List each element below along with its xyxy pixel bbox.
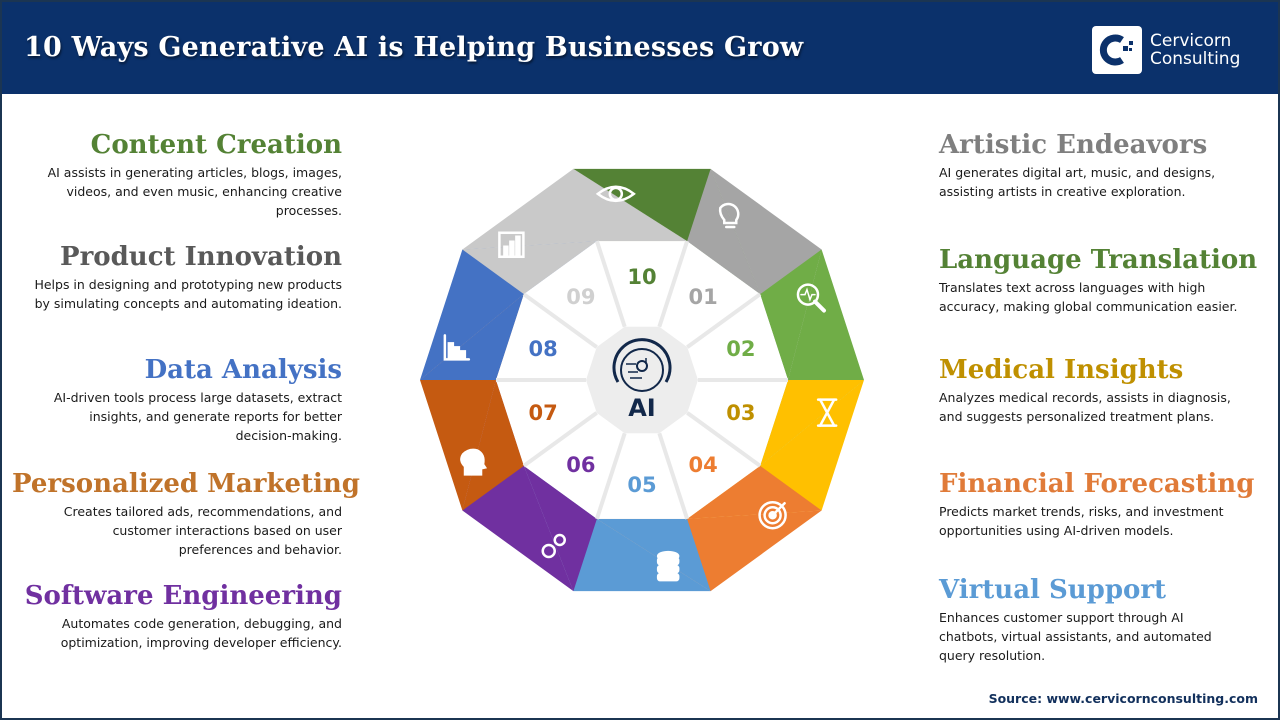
item-title: Software Engineering <box>24 581 342 611</box>
item-description: Analyzes medical records, assists in dia… <box>939 390 1231 424</box>
item-personalized-marketing: Personalized Marketing Creates tailored … <box>12 468 360 559</box>
step-number-01: 01 <box>689 285 718 309</box>
segment-06-tail <box>523 465 597 592</box>
step-number-02: 02 <box>726 337 755 361</box>
step-number-05: 05 <box>627 473 656 497</box>
eye-icon <box>595 185 636 203</box>
magnifier-pulse-icon <box>796 283 826 313</box>
bar-chart-down-icon <box>443 334 471 361</box>
segment-08 <box>420 241 597 380</box>
item-title: Data Analysis <box>144 355 342 385</box>
item-description: Helps in designing and prototyping new p… <box>34 277 342 311</box>
spoke <box>657 240 690 328</box>
item-language-translation: Language Translation Translates text acr… <box>939 244 1269 316</box>
spoke <box>657 432 690 520</box>
segment-04-tail <box>687 465 822 519</box>
step-number-04: 04 <box>689 453 718 477</box>
segment-03 <box>687 380 864 519</box>
item-medical-insights: Medical Insights Analyzes medical record… <box>939 354 1269 426</box>
item-description: Translates text across languages with hi… <box>939 280 1238 314</box>
source-credit: Source: www.cervicornconsulting.com <box>988 691 1258 706</box>
item-title: Virtual Support <box>939 575 1167 605</box>
item-software-engineering: Software Engineering Automates code gene… <box>12 580 342 652</box>
spoke <box>522 411 598 468</box>
step-number-08: 08 <box>528 337 557 361</box>
segment-02-tail <box>760 249 822 380</box>
center-hub <box>586 326 698 434</box>
segment-03-tail <box>760 380 864 466</box>
segment-05-tail <box>596 518 711 592</box>
spoke <box>594 432 627 520</box>
item-description: Predicts market trends, risks, and inves… <box>939 504 1224 538</box>
gears-icon <box>541 533 566 559</box>
logo-mark-icon <box>1092 26 1142 74</box>
step-number-09: 09 <box>566 285 595 309</box>
center-ai-label: AI <box>628 394 656 422</box>
step-number-10: 10 <box>627 265 656 289</box>
item-title: Product Innovation <box>60 242 342 272</box>
item-title: Personalized Marketing <box>12 469 360 499</box>
item-description: AI generates digital art, music, and des… <box>939 165 1216 199</box>
item-description: Automates code generation, debugging, an… <box>60 616 342 650</box>
target-icon <box>758 500 787 530</box>
ai-head-circuit-icon <box>612 338 672 392</box>
step-number-03: 03 <box>726 401 755 425</box>
item-title: Language Translation <box>939 245 1258 275</box>
bar-chart-up-icon <box>498 231 525 259</box>
segment-07-tail <box>462 380 524 511</box>
spoke <box>686 292 762 349</box>
head-idea-icon <box>460 448 488 476</box>
spoke <box>686 411 762 468</box>
header-bar: 10 Ways Generative AI is Helping Busines… <box>2 2 1278 94</box>
spoke <box>594 240 627 328</box>
item-description: AI assists in generating articles, blogs… <box>47 165 342 218</box>
item-description: AI-driven tools process large datasets, … <box>53 390 342 443</box>
item-title: Content Creation <box>90 130 342 160</box>
segment-09-tail <box>462 241 597 295</box>
spoke <box>522 292 598 349</box>
step-number-06: 06 <box>566 453 595 477</box>
item-artistic-endeavors: Artistic Endeavors AI generates digital … <box>939 129 1269 201</box>
item-data-analysis: Data Analysis AI-driven tools process la… <box>12 354 342 445</box>
item-financial-forecasting: Financial Forecasting Predicts market tr… <box>939 468 1269 540</box>
database-icon <box>656 550 680 582</box>
logo-name-line2: Consulting <box>1150 49 1241 69</box>
item-virtual-support: Virtual Support Enhances customer suppor… <box>939 574 1269 665</box>
hourglass-icon <box>816 398 838 427</box>
item-title: Financial Forecasting <box>939 469 1255 499</box>
step-number-07: 07 <box>528 401 557 425</box>
company-logo: Cervicorn Consulting <box>1092 26 1240 74</box>
segment-09 <box>462 168 688 250</box>
segment-01-tail <box>687 168 761 295</box>
lightbulb-icon <box>718 202 740 229</box>
item-product-innovation: Product Innovation Helps in designing an… <box>2 241 342 313</box>
item-description: Creates tailored ads, recommendations, a… <box>63 504 342 557</box>
item-title: Medical Insights <box>939 355 1184 385</box>
item-title: Artistic Endeavors <box>939 130 1208 160</box>
page-title: 10 Ways Generative AI is Helping Busines… <box>24 32 804 63</box>
logo-name-line1: Cervicorn <box>1150 31 1232 51</box>
item-content-creation: Content Creation AI assists in generatin… <box>12 129 342 220</box>
